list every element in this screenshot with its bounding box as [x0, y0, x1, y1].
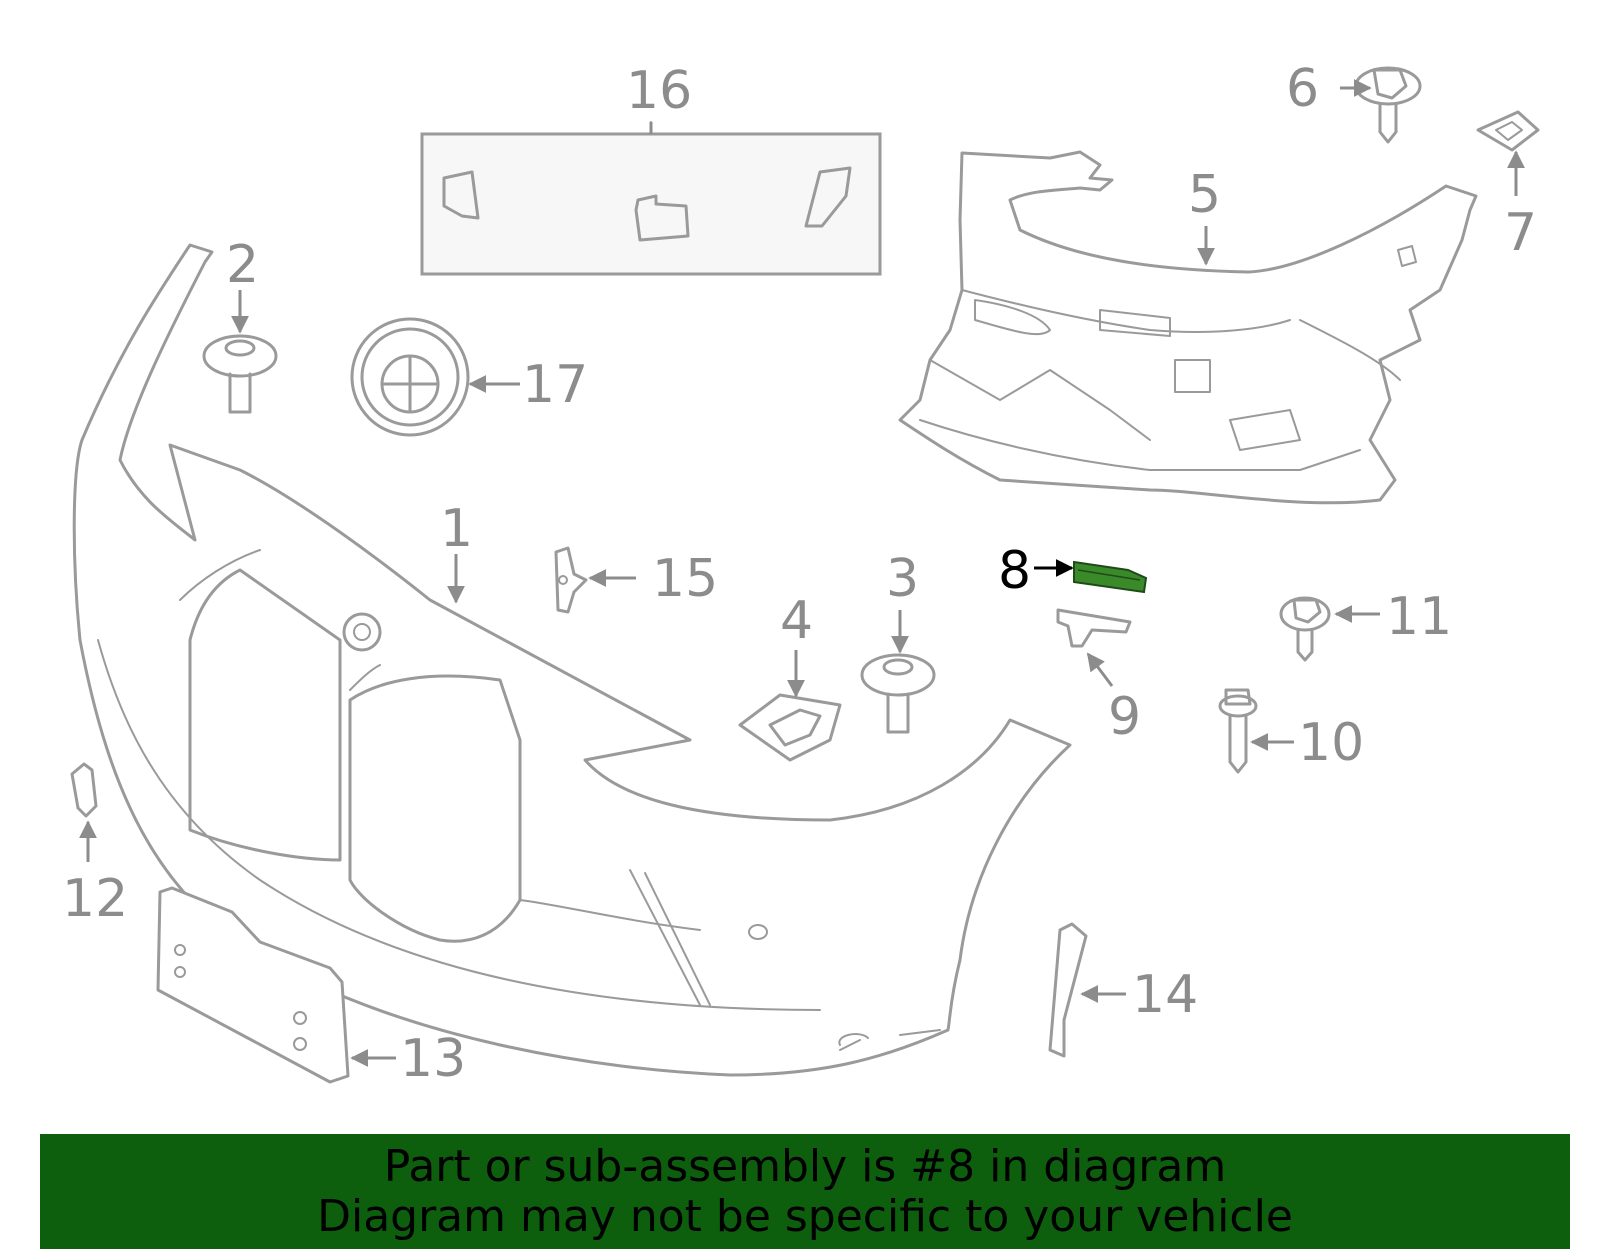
callout-1: 1 [440, 499, 473, 559]
part-5-bumper-bracket [898, 150, 1478, 505]
callout-8-highlighted: 8 [998, 541, 1031, 601]
banner-line-1: Part or sub-assembly is #8 in diagram [383, 1140, 1227, 1192]
callout-10: 10 [1298, 713, 1364, 773]
part-13-license-bracket [156, 886, 350, 1084]
callout-9: 9 [1108, 687, 1141, 747]
part-7-clip-nut [1476, 110, 1540, 152]
leader-lines [79, 79, 1525, 1067]
part-1-bumper-cover [72, 243, 1072, 1077]
part-2-rivet-clip [202, 334, 278, 414]
part-8-highlighted-strip [1073, 560, 1148, 594]
callout-16: 16 [626, 61, 692, 121]
callout-11: 11 [1386, 587, 1452, 647]
part-10-screw [1218, 688, 1258, 774]
part-17-emblem [350, 317, 470, 437]
banner-line-2: Diagram may not be specific to your vehi… [317, 1190, 1293, 1242]
callout-4: 4 [780, 591, 813, 651]
part-11-screw [1279, 596, 1331, 662]
part-12-cap [70, 762, 98, 818]
callout-7: 7 [1504, 203, 1537, 263]
info-banner: Part or sub-assembly is #8 in diagram Di… [40, 1134, 1570, 1249]
part-3-rivet-clip [860, 653, 936, 734]
callout-13: 13 [400, 1029, 466, 1089]
callout-12: 12 [62, 869, 128, 929]
callout-5: 5 [1188, 165, 1221, 225]
callout-14: 14 [1132, 965, 1198, 1025]
part-14-trim [1048, 922, 1088, 1058]
callout-6: 6 [1286, 59, 1319, 119]
part-6-screw [1354, 66, 1422, 144]
part-15-bracket [554, 546, 588, 614]
callout-15: 15 [652, 549, 718, 609]
part-9-bracket [1056, 608, 1132, 648]
part-4-bracket [738, 693, 842, 762]
callout-3: 3 [886, 549, 919, 609]
part-16-kit-box [420, 121, 882, 276]
callout-2: 2 [226, 235, 259, 295]
callout-17: 17 [522, 355, 588, 415]
